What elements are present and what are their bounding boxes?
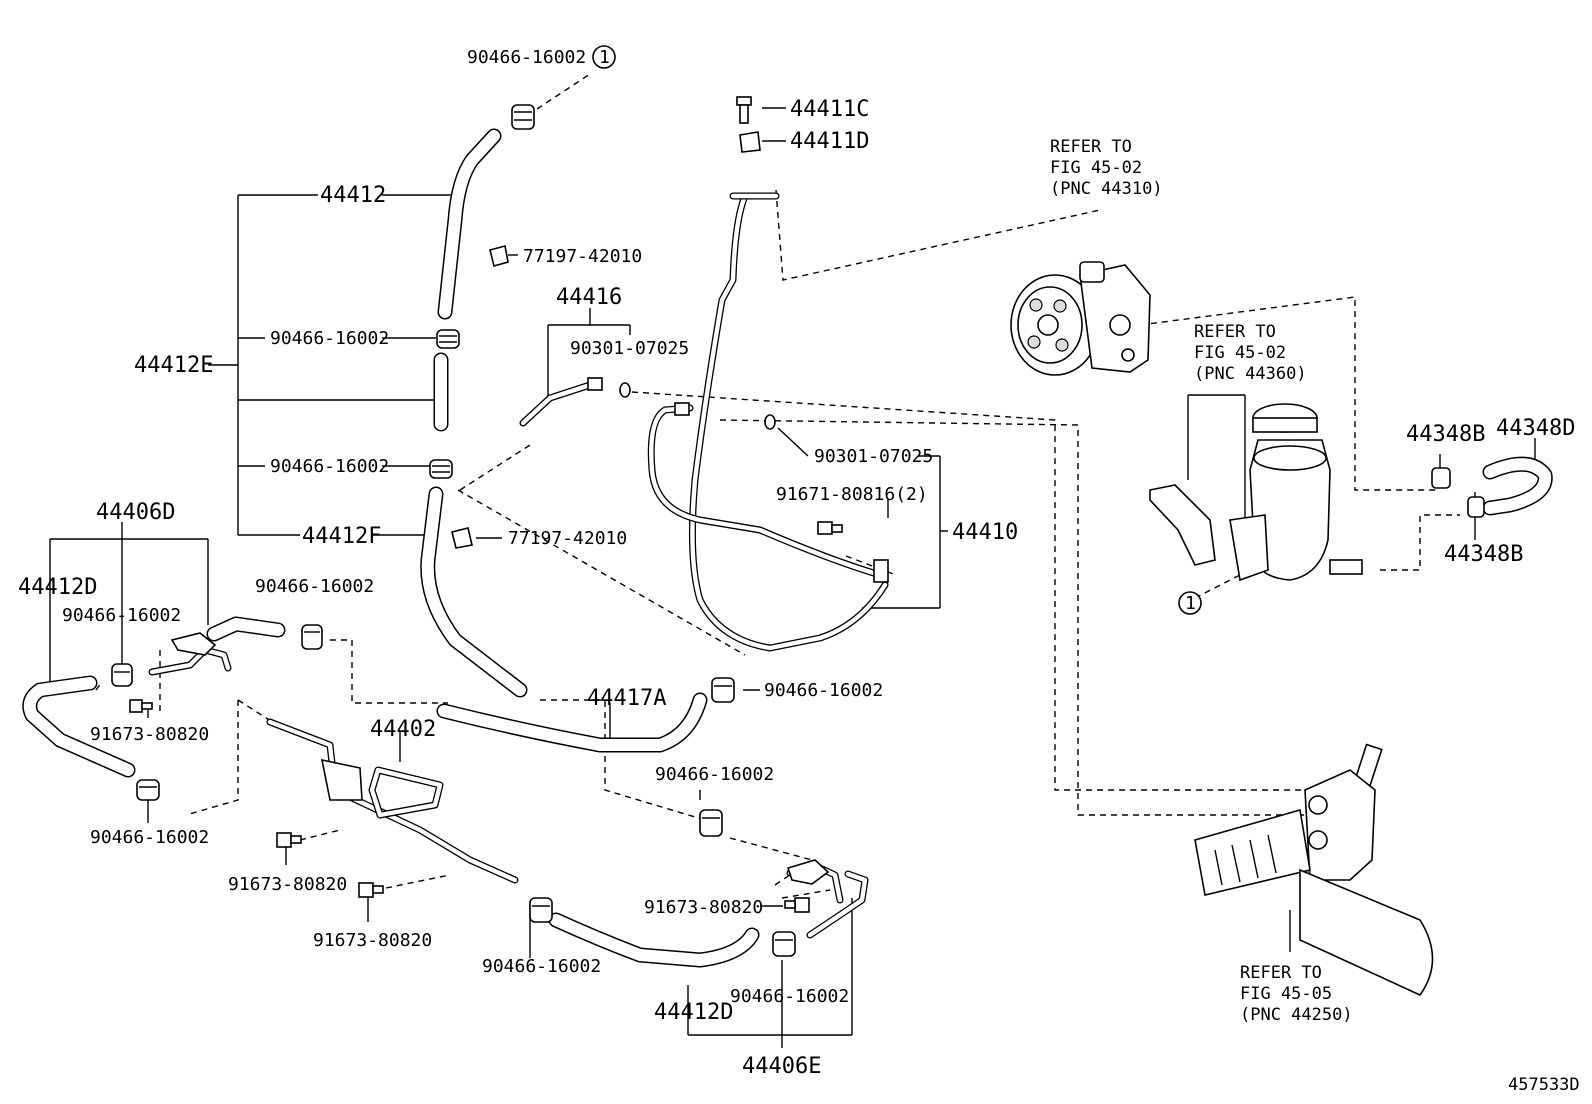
label-44412E: 44412E: [134, 353, 213, 378]
label-44416: 44416: [556, 285, 622, 310]
label-clip-r2: 90466-16002: [655, 764, 774, 785]
refer-pump-line-2: FIG 45-02: [1050, 158, 1142, 178]
label-oring-b: 90301-07025: [814, 446, 933, 467]
clip-44348B-b-icon: [1467, 496, 1485, 518]
clip-l1-icon: [111, 663, 133, 687]
refer-gear-line-2: FIG 45-05: [1240, 984, 1332, 1004]
refer-tank-line-3: (PNC 44360): [1194, 364, 1307, 384]
label-44406E: 44406E: [742, 1054, 821, 1079]
refer-gear-line-1: REFER TO: [1240, 963, 1322, 983]
label-44412D-left: 44412D: [18, 575, 97, 600]
label-bolt-m2: 91673-80820: [313, 930, 432, 951]
power-steering-pump-illustration: [1010, 261, 1151, 376]
refer-note-pump: REFER TO FIG 45-02 (PNC 44310): [1050, 137, 1163, 199]
label-circle-ref-b: 1: [1185, 593, 1196, 614]
hose-44406D-top: [206, 616, 286, 642]
label-diagram-id: 457533D: [1508, 1075, 1580, 1095]
label-44348B-b: 44348B: [1444, 542, 1523, 567]
bolt-m2-icon: [358, 882, 384, 898]
clamp-77197-b-icon: [451, 527, 473, 549]
ref-circle-tank: [1178, 591, 1202, 615]
hose-44412F: [420, 486, 528, 698]
label-44412D-bottom: 44412D: [654, 1000, 733, 1025]
oring-b-icon: [764, 414, 776, 430]
label-clip-m1: 90466-16002: [255, 576, 374, 597]
hose-44348D: [1482, 456, 1553, 516]
label-44410: 44410: [952, 520, 1018, 545]
label-44412: 44412: [320, 183, 386, 208]
refer-pump-line-3: (PNC 44310): [1050, 179, 1163, 199]
bolt-l1-icon: [129, 699, 153, 713]
pipe-44406D: [148, 632, 232, 676]
clamp-77197-a-icon: [489, 245, 509, 267]
pipe-44402-cooler: [266, 718, 519, 884]
label-clip-l2: 90466-16002: [90, 827, 209, 848]
refer-tank-line-2: FIG 45-02: [1194, 343, 1286, 363]
label-clip-r1: 90466-16002: [764, 680, 883, 701]
label-44411C: 44411C: [790, 97, 869, 122]
clip-b1-icon: [529, 897, 553, 923]
label-oring-a: 90301-07025: [570, 338, 689, 359]
part-number-labels: 90466-16002 1 44412 77197-42010 44412E 9…: [18, 47, 1580, 1095]
clip-e1-icon: [436, 329, 460, 349]
clip-r1-icon: [711, 677, 735, 703]
label-clip-top: 90466-16002: [467, 47, 586, 68]
ref-circle-top: [592, 45, 616, 69]
bolt-r1-icon: [784, 897, 810, 913]
bolt-m1-icon: [276, 832, 302, 848]
label-44348D: 44348D: [1496, 416, 1575, 441]
hose-44412D-left: [22, 675, 136, 778]
label-bolt-l1: 91673-80820: [90, 724, 209, 745]
clip-l2-icon: [136, 779, 160, 801]
dashed-routing-lines: [95, 73, 1460, 899]
reservoir-tank-illustration: [1149, 403, 1363, 582]
clip-icons: [111, 45, 1485, 957]
clip-m1-icon: [301, 624, 323, 650]
label-clip-e2: 90466-16002: [270, 456, 389, 477]
clip-b2-icon: [772, 931, 796, 957]
refer-tank-line-1: REFER TO: [1194, 322, 1276, 342]
label-77197-a: 77197-42010: [523, 246, 642, 267]
clip-44348B-a-icon: [1431, 467, 1451, 489]
refer-gear-line-3: (PNC 44250): [1240, 1005, 1353, 1025]
steering-gear-illustration: [1194, 743, 1434, 997]
label-44406D: 44406D: [96, 500, 175, 525]
pipe-44416: [519, 377, 603, 427]
label-clip-b1: 90466-16002: [482, 956, 601, 977]
label-44411D: 44411D: [790, 129, 869, 154]
oring-a-icon: [619, 382, 631, 398]
label-clip-b2: 90466-16002: [730, 986, 849, 1007]
clip-top-icon: [511, 104, 535, 130]
pipe-44406E: [786, 859, 869, 939]
label-clip-e1: 90466-16002: [270, 328, 389, 349]
label-bolt-m1: 91673-80820: [228, 874, 347, 895]
bracket-44411D-icon: [739, 131, 761, 153]
bolt-44411C-icon: [736, 96, 752, 124]
refer-note-gear: REFER TO FIG 45-05 (PNC 44250): [1240, 963, 1353, 1025]
label-44412F: 44412F: [302, 524, 381, 549]
refer-note-tank: REFER TO FIG 45-02 (PNC 44360): [1194, 322, 1307, 384]
label-bolt-2: 91671-80816(2): [776, 484, 928, 505]
label-44402: 44402: [370, 717, 436, 742]
label-77197-b: 77197-42010: [508, 528, 627, 549]
label-bolt-r1: 91673-80820: [644, 897, 763, 918]
label-circle-ref: 1: [599, 47, 610, 68]
hose-44412D-bottom: [548, 912, 760, 968]
label-clip-l1: 90466-16002: [62, 605, 181, 626]
label-44417A: 44417A: [587, 686, 666, 711]
clip-r2-icon: [699, 809, 723, 837]
clip-e2-icon: [429, 459, 453, 479]
hose-44417A: [436, 692, 708, 753]
bolt-91671-icon: [817, 521, 843, 535]
label-44348B-a: 44348B: [1406, 422, 1485, 447]
refer-pump-line-1: REFER TO: [1050, 137, 1132, 157]
hose-44412: [437, 128, 502, 320]
pipe-44410-high-pressure: [647, 192, 889, 652]
